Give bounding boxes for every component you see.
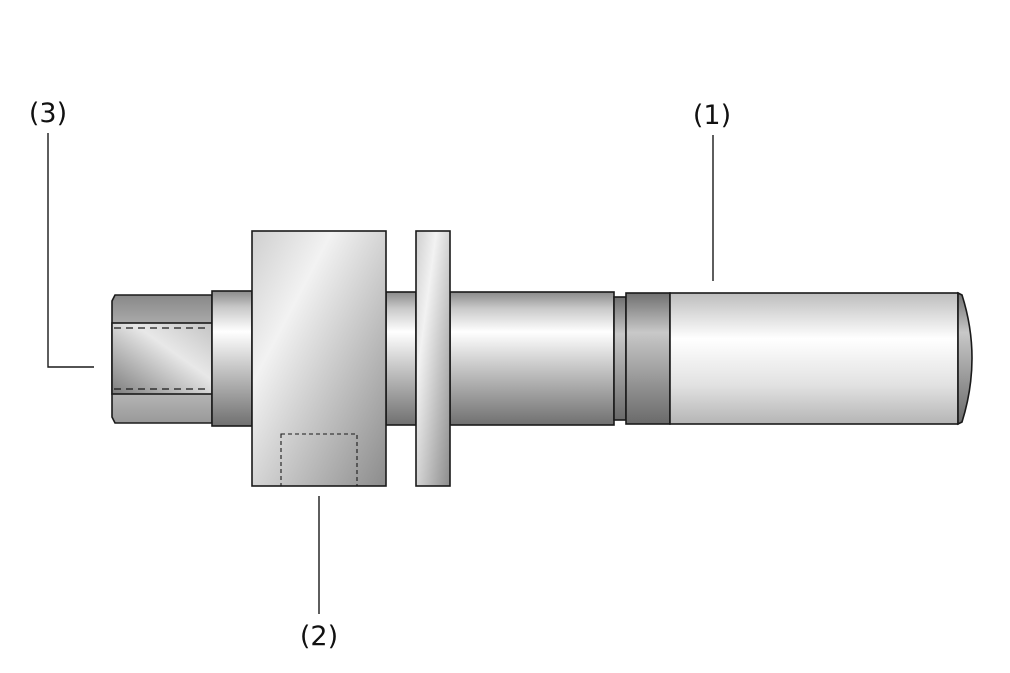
pin-end-cap — [957, 291, 973, 426]
groove — [613, 296, 627, 421]
label-part-1: (1) — [693, 100, 731, 131]
ring — [625, 292, 671, 425]
hex-nut — [111, 294, 213, 424]
shaft-segment — [385, 291, 417, 426]
label-part-3: (3) — [29, 98, 67, 129]
leader-line-3 — [47, 133, 94, 368]
shaft-main — [449, 291, 615, 426]
washer — [415, 230, 451, 487]
housing-block — [251, 230, 387, 487]
label-part-2: (2) — [300, 621, 338, 652]
sensor-pin — [669, 292, 959, 425]
collar — [211, 290, 253, 427]
